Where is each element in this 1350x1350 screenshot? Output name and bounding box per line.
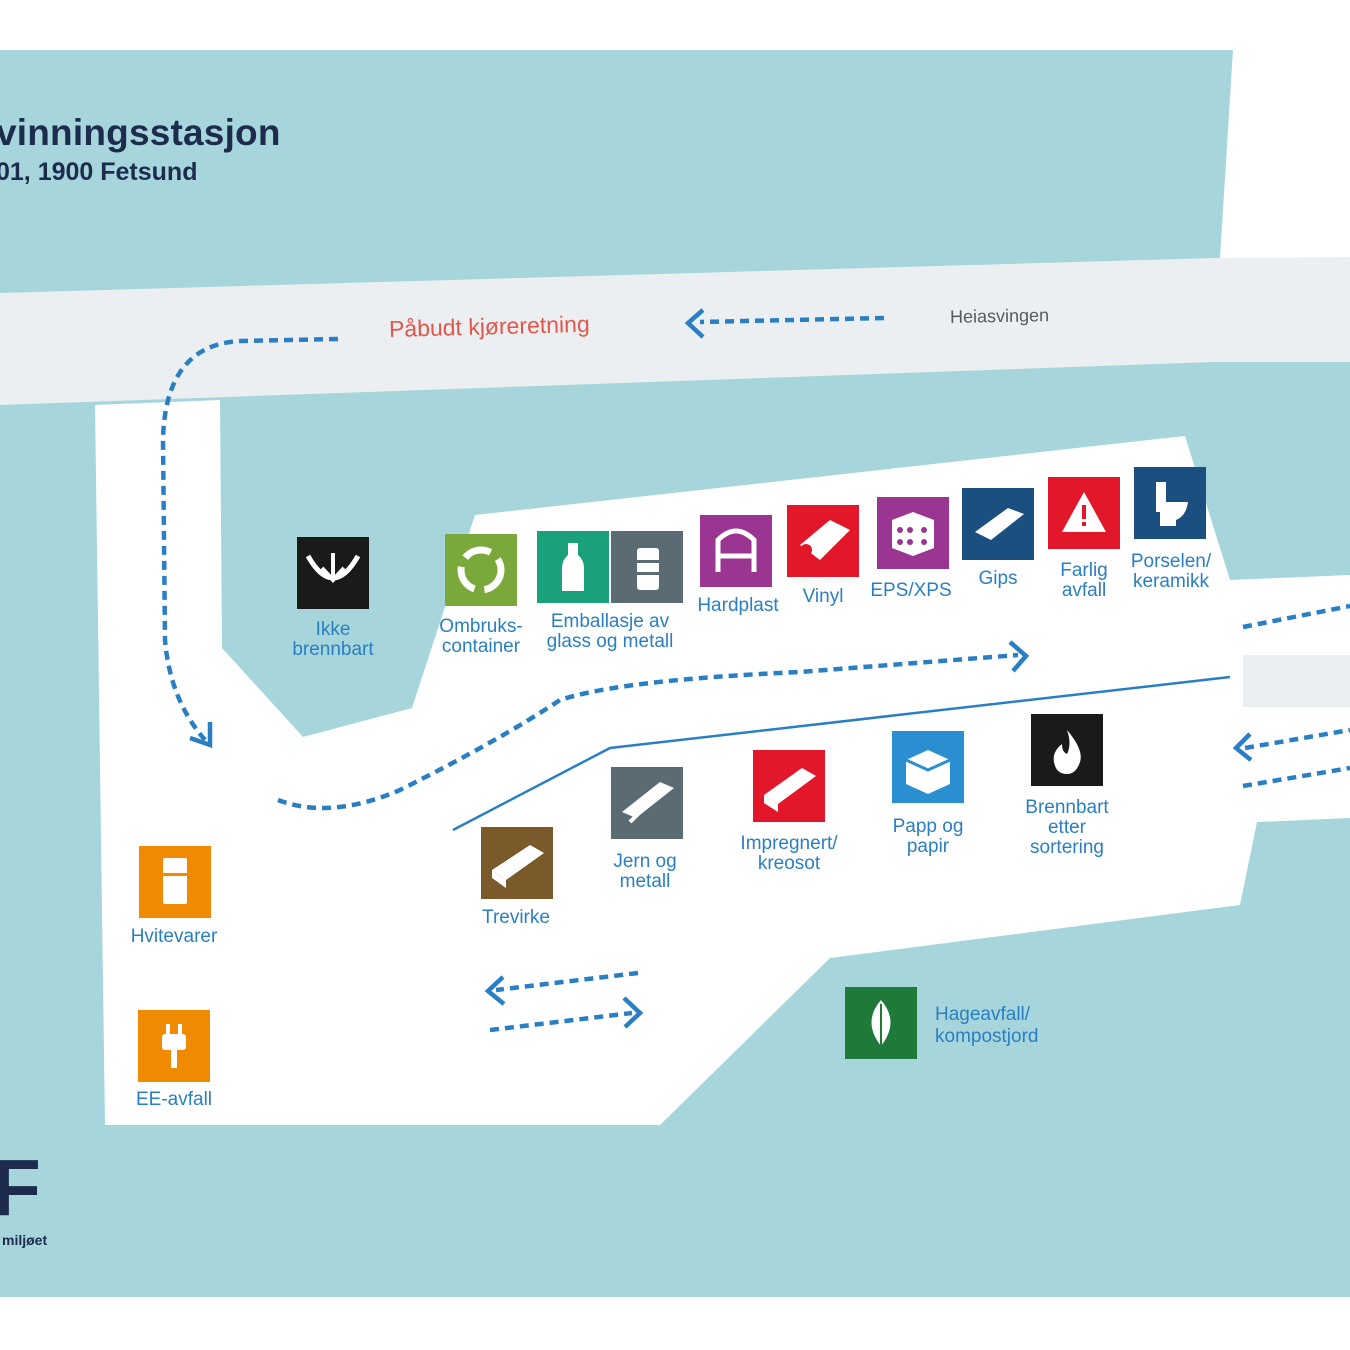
direction-label: Påbudt kjøreretning <box>388 310 590 342</box>
company-logo: F <box>0 1143 41 1232</box>
fridge-icon <box>139 846 211 918</box>
recycle-icon <box>445 534 517 606</box>
warning-icon <box>1048 477 1120 549</box>
plug-icon <box>138 1010 210 1082</box>
vinyl-roll-icon <box>787 505 859 577</box>
label-trevirke: Trevirke <box>482 907 550 928</box>
down-arrow-icon <box>297 537 369 609</box>
label-hage: Hageavfall/kompostjord <box>935 1004 1039 1047</box>
label-vinyl: Vinyl <box>802 586 844 607</box>
route-lines <box>160 315 1350 1033</box>
cardboard-box-icon <box>892 731 964 803</box>
label-ombruk: Ombruks-container <box>439 616 523 657</box>
label-gips: Gips <box>978 568 1018 589</box>
leaf-icon <box>845 987 917 1059</box>
page-title: vinningsstasjon <box>0 112 281 153</box>
label-hardplast: Hardplast <box>697 595 779 616</box>
treated-wood-icon <box>753 750 825 822</box>
street-name: Heiasvingen <box>949 305 1050 327</box>
label-impregnert: Impregnert/kreosot <box>740 833 838 874</box>
exit-lane <box>1243 655 1350 707</box>
label-eps: EPS/XPS <box>870 580 952 601</box>
foam-box-icon <box>877 497 949 569</box>
bottle-can-icon <box>537 531 683 603</box>
recycling-lot <box>95 400 1350 1125</box>
label-porselen: Porselen/keramikk <box>1130 551 1212 592</box>
logo-tagline: miljøet <box>2 1232 48 1248</box>
route-arrowheads <box>189 308 1253 1029</box>
toilet-icon <box>1134 467 1206 539</box>
lane-divider <box>452 675 1231 832</box>
chair-icon <box>700 515 772 587</box>
station-tiles <box>138 467 1206 1082</box>
metal-beam-icon <box>611 767 683 839</box>
label-hvitevarer: Hvitevarer <box>130 926 218 947</box>
label-ee: EE-avfall <box>135 1089 213 1110</box>
wood-plank-icon <box>481 827 553 899</box>
address: 01, 1900 Fetsund <box>0 158 198 186</box>
plasterboard-icon <box>962 488 1034 560</box>
main-road <box>0 257 1350 405</box>
flame-icon <box>1031 714 1103 786</box>
